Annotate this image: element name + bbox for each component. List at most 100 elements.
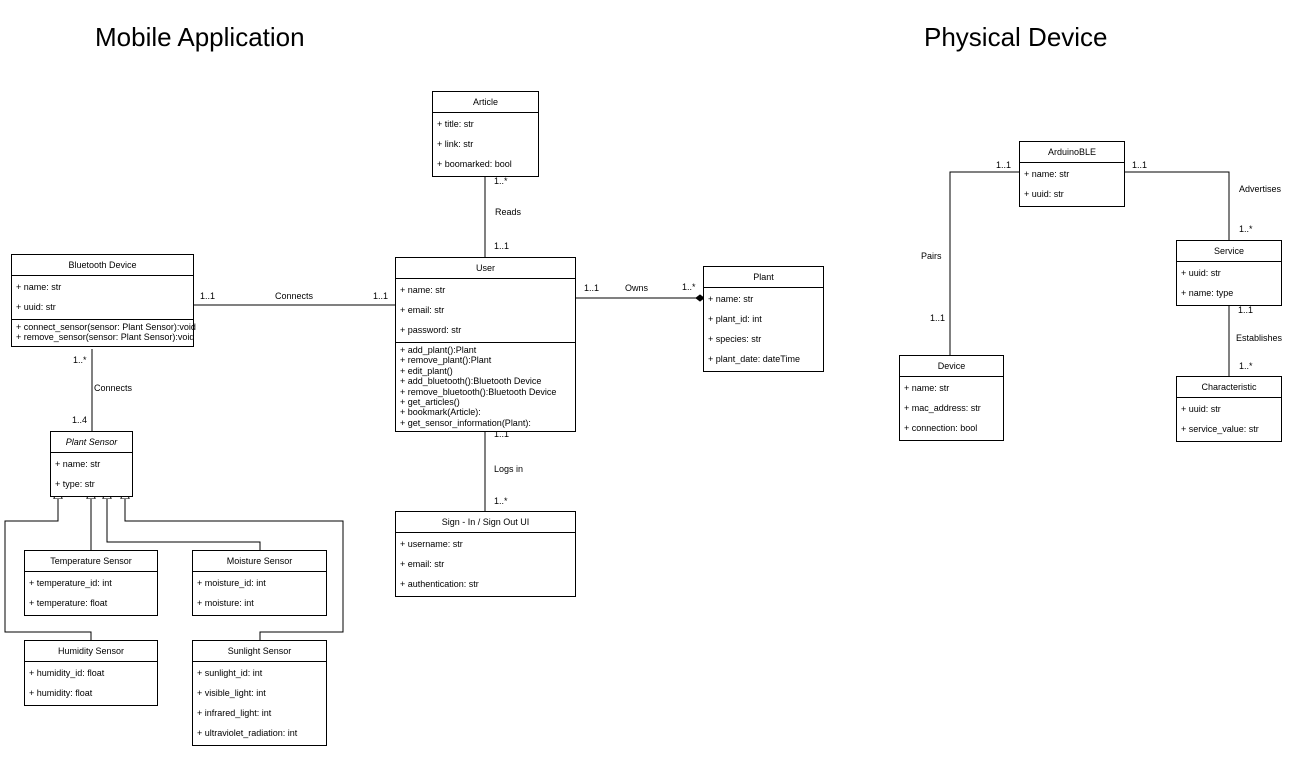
bluetooth-device-class-name: Bluetooth Device: [12, 255, 193, 276]
bluetooth-device-method: + remove_sensor(sensor: Plant Sensor):vo…: [16, 332, 195, 343]
plant-attribute: + plant_id: int: [708, 314, 762, 324]
sunlight-sensor-class-name: Sunlight Sensor: [193, 641, 326, 662]
owns-mult-user: 1..1: [584, 283, 600, 293]
service-attribute: + name: type: [1181, 288, 1234, 298]
user-method: + remove_plant():Plant: [400, 355, 492, 366]
plant-attribute: + plant_date: dateTime: [708, 354, 800, 364]
advertises-mult-service: 1..*: [1239, 224, 1253, 234]
service-attribute: + uuid: str: [1181, 268, 1221, 278]
characteristic-attribute: + service_value: str: [1181, 424, 1259, 434]
bluetooth-device-attribute: + uuid: str: [16, 302, 56, 312]
arduinoble-class-name: ArduinoBLE: [1020, 142, 1124, 163]
reads-mult-user: 1..1: [494, 241, 510, 251]
connects-mult-bluetooth-sensor: 1..*: [73, 355, 87, 365]
sign-in-ui-class[interactable]: Sign - In / Sign Out UI + username: str …: [395, 511, 576, 597]
sunlight-sensor-class[interactable]: Sunlight Sensor + sunlight_id: int + vis…: [192, 640, 327, 746]
bluetooth-device-class[interactable]: Bluetooth Device + name: str + uuid: str…: [11, 254, 196, 347]
arduinoble-attribute: + name: str: [1024, 169, 1070, 179]
arduinoble-class[interactable]: ArduinoBLE + name: str + uuid: str: [1019, 141, 1125, 207]
temperature-sensor-class[interactable]: Temperature Sensor + temperature_id: int…: [24, 550, 158, 616]
sunlight-sensor-attribute: + infrared_light: int: [197, 708, 272, 718]
establishes-mult-service: 1..1: [1238, 305, 1254, 315]
pairs-mult-device: 1..1: [930, 313, 946, 323]
article-attribute: + title: str: [437, 119, 474, 129]
plant-class[interactable]: Plant + name: str + plant_id: int + spec…: [703, 266, 824, 372]
article-attribute: + link: str: [437, 139, 474, 149]
characteristic-attribute: + uuid: str: [1181, 404, 1221, 414]
connects-mult-user: 1..1: [373, 291, 389, 301]
moisture-sensor-attribute: + moisture: int: [197, 598, 254, 608]
plant-sensor-class[interactable]: Plant Sensor + name: str + type: str: [50, 431, 133, 497]
moisture-sensor-attribute: + moisture_id: int: [197, 578, 266, 588]
establishes-mult-characteristic: 1..*: [1239, 361, 1253, 371]
advertises-association: [1124, 171, 1230, 241]
device-class-name: Device: [900, 356, 1003, 377]
owns-mult-plant: 1..*: [682, 282, 696, 292]
service-class-name: Service: [1177, 241, 1281, 262]
characteristic-class-name: Characteristic: [1177, 377, 1281, 398]
owns-label: Owns: [625, 283, 649, 293]
user-class-name: User: [396, 258, 575, 279]
logs-in-label: Logs in: [494, 464, 524, 474]
plant-sensor-attribute: + type: str: [55, 479, 95, 489]
bluetooth-device-attribute: + name: str: [16, 282, 62, 292]
pairs-label: Pairs: [921, 251, 942, 261]
plant-sensor-class-name: Plant Sensor: [51, 432, 132, 453]
user-method: + add_bluetooth():Bluetooth Device: [400, 376, 542, 387]
moisture-sensor-class[interactable]: Moisture Sensor + moisture_id: int + moi…: [192, 550, 327, 616]
plant-sensor-attribute: + name: str: [55, 459, 101, 469]
user-attribute: + name: str: [400, 285, 446, 295]
sunlight-sensor-attribute: + ultraviolet_radiation: int: [197, 728, 298, 738]
mobile-application-heading: Mobile Application: [95, 22, 305, 52]
sunlight-generalization: [125, 490, 344, 641]
advertises-label: Advertises: [1239, 184, 1282, 194]
moisture-sensor-class-name: Moisture Sensor: [193, 551, 326, 572]
article-class-name: Article: [433, 92, 538, 113]
sunlight-sensor-attribute: + visible_light: int: [197, 688, 266, 698]
user-attribute: + password: str: [400, 325, 462, 335]
user-method: + get_articles(): [400, 397, 460, 408]
connects-mult-sensor: 1..4: [72, 415, 88, 425]
advertises-mult-arduino: 1..1: [1132, 160, 1148, 170]
user-class[interactable]: User + name: str + email: str + password…: [395, 257, 576, 433]
plant-attribute: + name: str: [708, 294, 754, 304]
reads-mult-article: 1..*: [494, 176, 508, 186]
temperature-sensor-attribute: + temperature_id: int: [29, 578, 112, 588]
bluetooth-device-method: + connect_sensor(sensor: Plant Sensor):v…: [16, 322, 196, 332]
establishes-label: Establishes: [1236, 333, 1283, 343]
user-method: + add_plant():Plant: [400, 345, 477, 355]
physical-device-heading: Physical Device: [924, 22, 1108, 52]
humidity-generalization: [4, 490, 92, 641]
arduinoble-attribute: + uuid: str: [1024, 189, 1064, 199]
humidity-sensor-class[interactable]: Humidity Sensor + humidity_id: float + h…: [24, 640, 158, 706]
connects-sensor-label: Connects: [94, 383, 133, 393]
plant-attribute: + species: str: [708, 334, 762, 344]
sign-in-ui-attribute: + authentication: str: [400, 579, 479, 589]
sign-in-ui-attribute: + email: str: [400, 559, 445, 569]
article-class[interactable]: Article + title: str + link: str + booma…: [432, 91, 539, 177]
pairs-association: [949, 171, 1019, 356]
device-attribute: + connection: bool: [904, 423, 978, 433]
temperature-sensor-attribute: + temperature: float: [29, 598, 108, 608]
device-attribute: + name: str: [904, 383, 950, 393]
pairs-mult-arduino: 1..1: [996, 160, 1012, 170]
sunlight-sensor-attribute: + sunlight_id: int: [197, 668, 263, 678]
characteristic-class[interactable]: Characteristic + uuid: str + service_val…: [1176, 376, 1282, 442]
humidity-sensor-attribute: + humidity: float: [29, 688, 93, 698]
temperature-sensor-class-name: Temperature Sensor: [25, 551, 157, 572]
plant-class-name: Plant: [704, 267, 823, 288]
user-attribute: + email: str: [400, 305, 445, 315]
device-class[interactable]: Device + name: str + mac_address: str + …: [899, 355, 1004, 441]
logs-in-mult-user: 1..1: [494, 429, 510, 439]
sign-in-ui-attribute: + username: str: [400, 539, 463, 549]
user-method: + get_sensor_information(Plant):: [400, 417, 531, 428]
user-method: + remove_bluetooth():Bluetooth Device: [400, 386, 557, 397]
logs-in-mult-signin: 1..*: [494, 496, 508, 506]
service-class[interactable]: Service + uuid: str + name: type: [1176, 240, 1282, 306]
moisture-generalization: [107, 490, 261, 551]
device-attribute: + mac_address: str: [904, 403, 981, 413]
connects-mult-bluetooth: 1..1: [200, 291, 216, 301]
connects-user-label: Connects: [275, 291, 314, 301]
reads-label: Reads: [495, 207, 522, 217]
user-method: + bookmark(Article):: [400, 407, 481, 418]
